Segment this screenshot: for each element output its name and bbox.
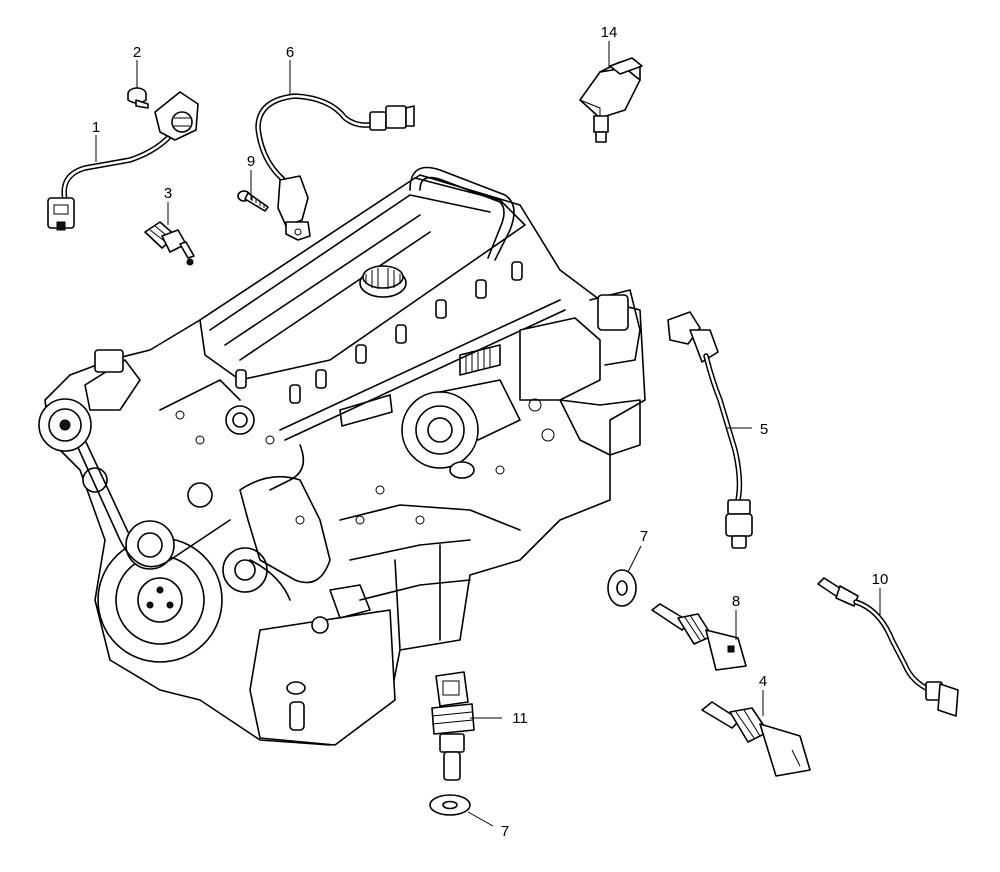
part-9-bolt (237, 190, 269, 212)
callout-1: 1 (92, 119, 100, 136)
callout-8: 8 (732, 593, 740, 610)
callout-2: 2 (133, 44, 141, 61)
part-7-washer-lower (429, 794, 471, 816)
engine-assembly (38, 166, 646, 746)
part-8-temperature-sensor (651, 603, 747, 671)
callout-5: 5 (760, 421, 768, 438)
part-5-sensor-harness (667, 311, 753, 549)
part-1-sensor-harness (47, 91, 199, 231)
part-7-washer-upper (607, 569, 637, 607)
callout-3: 3 (164, 185, 172, 202)
part-2-screw (127, 87, 149, 109)
leader-lines (95, 41, 881, 827)
callout-9: 9 (247, 153, 255, 170)
part-14-pressure-sensor (579, 57, 643, 143)
callout-6: 6 (286, 44, 294, 61)
part-6-speed-sensor-harness (255, 93, 415, 241)
part-10-sensor-harness (817, 577, 959, 717)
callout-7-upper: 7 (640, 528, 648, 545)
callout-10: 10 (872, 571, 889, 588)
callout-7-lower: 7 (501, 823, 509, 840)
callout-numbers: 1 2 3 4 5 6 7 7 8 9 10 11 14 (92, 24, 889, 840)
part-11-sender (431, 671, 475, 781)
callout-11: 11 (512, 710, 528, 727)
callout-4: 4 (759, 673, 767, 690)
part-3-temperature-sender (144, 221, 195, 266)
callout-14: 14 (601, 24, 618, 41)
part-4-temperature-sensor (701, 701, 811, 777)
